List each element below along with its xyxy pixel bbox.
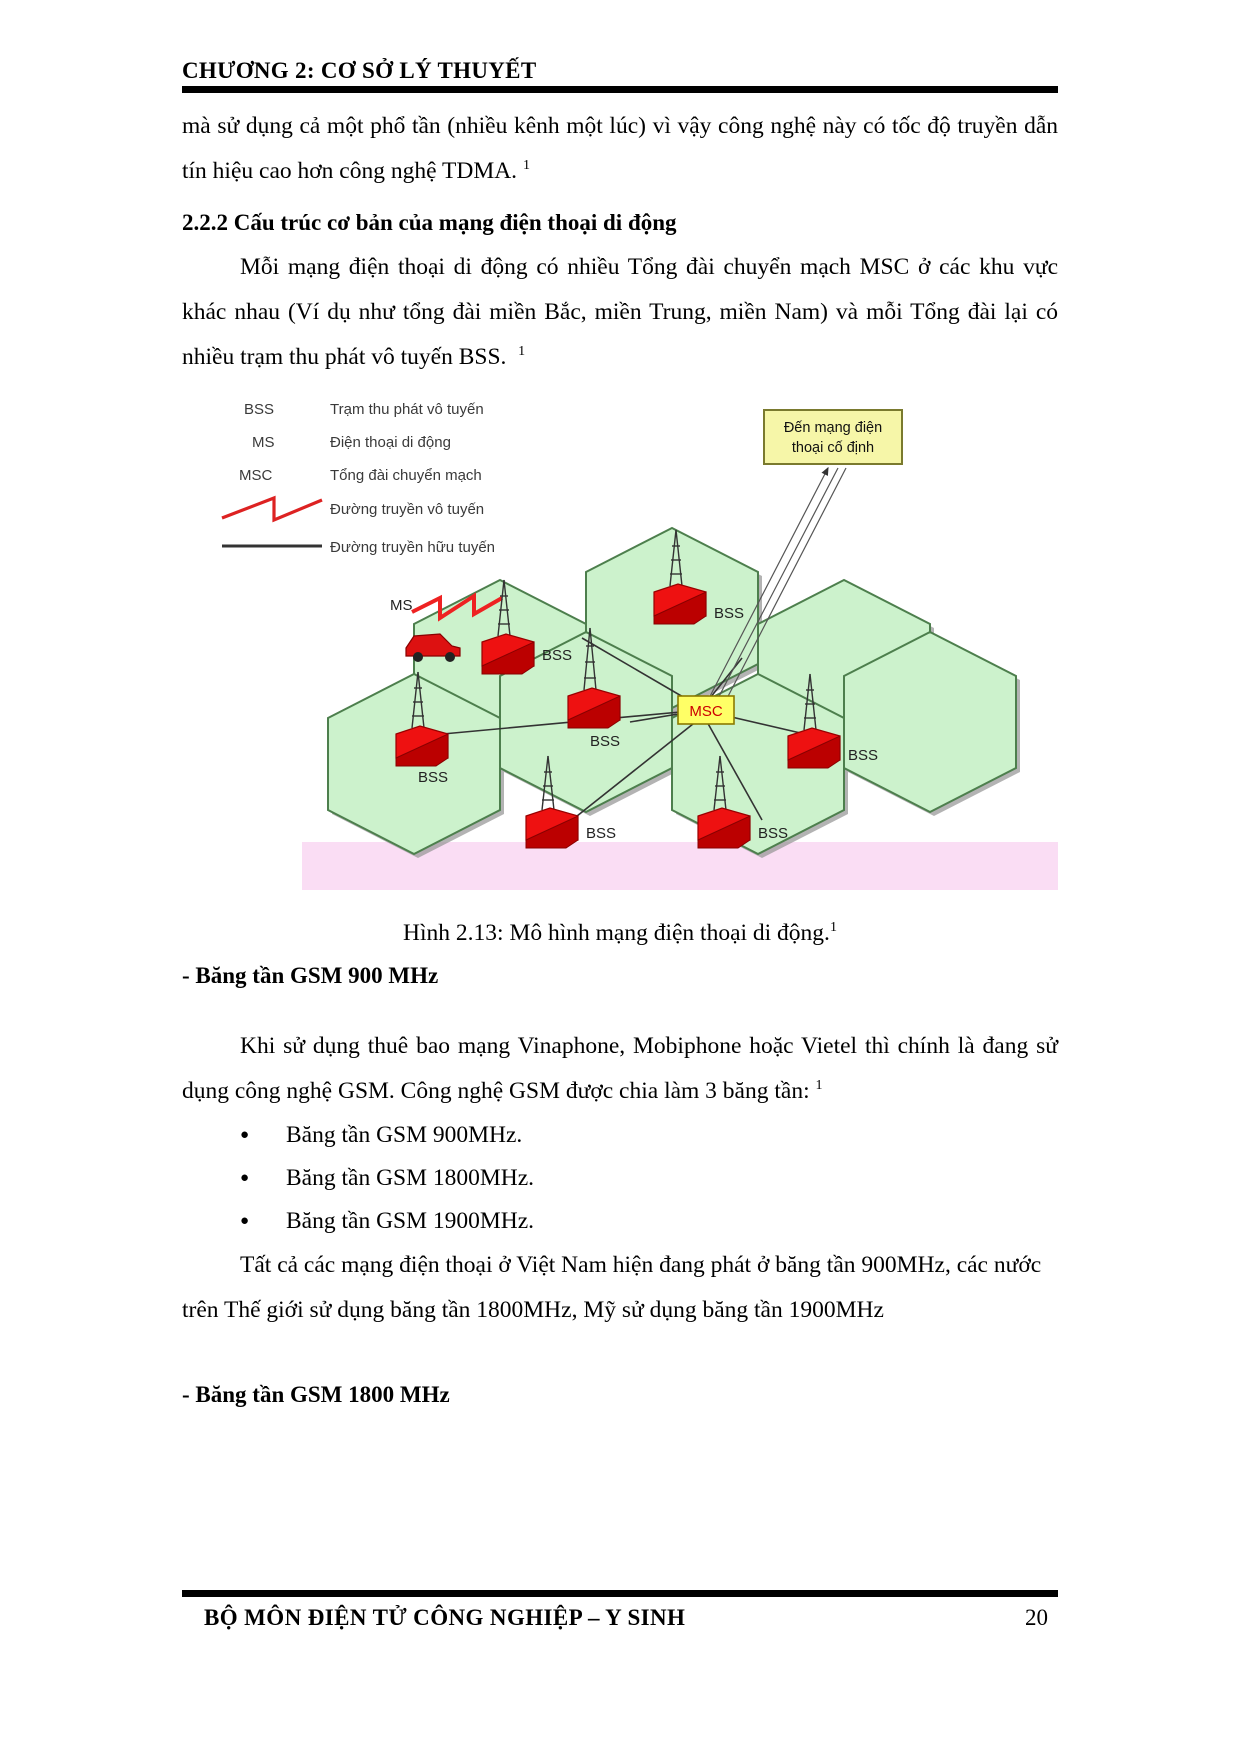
legend-abbr-bss: BSS xyxy=(244,401,274,418)
paragraph-continued: mà sử dụng cả một phổ tần (nhiều kênh mộ… xyxy=(182,104,1058,194)
bss-station: BSS xyxy=(481,579,572,675)
station-box-side xyxy=(567,695,621,729)
vertical-spacer xyxy=(182,1333,1058,1373)
station-box-side xyxy=(787,735,841,769)
mobile-network-diagram: BSS Trạm thu phát vô tuyến MS Điện thoại… xyxy=(221,401,1058,890)
msc-node: MSC xyxy=(677,695,735,725)
callout-fixed-network: Đến mạng điện thoại cố định xyxy=(763,409,903,465)
station-box-side xyxy=(481,641,535,675)
mobile-station-group: MS xyxy=(390,592,503,662)
station-box-side xyxy=(525,815,579,849)
station-box-side xyxy=(697,815,751,849)
legend-desc-wired: Đường truyền hữu tuyến xyxy=(330,539,495,556)
footer-department: BỘ MÔN ĐIỆN TỬ CÔNG NGHIỆP – Y SINH xyxy=(204,1605,686,1630)
page-footer: BỘ MÔN ĐIỆN TỬ CÔNG NGHIỆP – Y SINH 20 xyxy=(182,1590,1058,1631)
label-bss: BSS xyxy=(848,747,878,764)
list-item: Băng tần GSM 1800MHz. xyxy=(240,1157,1058,1200)
list-item: Băng tần GSM 900MHz. xyxy=(240,1114,1058,1157)
station-box-side xyxy=(395,733,449,767)
header-divider xyxy=(182,86,1058,94)
vertical-spacer xyxy=(182,998,1058,1024)
paragraph-vietnam-bands: Tất cả các mạng điện thoại ở Việt Nam hi… xyxy=(182,1252,1042,1323)
wireless-signal-icon xyxy=(411,592,503,622)
legend-desc-ms: Điện thoại di động xyxy=(330,434,451,451)
label-ms: MS xyxy=(390,597,413,614)
wireless-link-icon xyxy=(221,495,323,523)
label-bss: BSS xyxy=(586,825,616,842)
callout-line-1: Đến mạng điện xyxy=(784,420,882,436)
bss-station: BSS xyxy=(525,755,616,849)
label-bss: BSS xyxy=(590,733,620,750)
paragraph-continued-text: mà sử dụng cả một phổ tần (nhiều kênh mộ… xyxy=(182,113,1058,184)
cell-grid xyxy=(327,526,1020,858)
antenna-icon xyxy=(497,579,511,637)
heading-band-1800: - Băng tần GSM 1800 MHz xyxy=(182,1382,450,1407)
bss-station: BSS xyxy=(653,529,744,625)
heading-band-900: - Băng tần GSM 900 MHz xyxy=(182,963,439,988)
figure-caption-text: Hình 2.13: Mô hình mạng điện thoại di độ… xyxy=(403,920,830,946)
footnote-ref: 1 xyxy=(518,344,526,360)
page-content: mà sử dụng cả một phổ tần (nhiều kênh mộ… xyxy=(182,104,1058,1417)
antenna-icon xyxy=(541,755,555,811)
antenna-icon xyxy=(411,671,425,729)
paragraph-network-structure: Mỗi mạng điện thoại di động có nhiều Tổn… xyxy=(182,245,1058,380)
footer-divider xyxy=(182,1590,1058,1597)
footnote-ref: 1 xyxy=(522,158,530,174)
gsm-band-list: Băng tần GSM 900MHz. Băng tần GSM 1800MH… xyxy=(182,1114,1058,1243)
antenna-icon xyxy=(669,529,683,587)
footer-page-number: 20 xyxy=(1025,1605,1048,1630)
label-bss: BSS xyxy=(714,605,744,622)
page-header: CHƯƠNG 2: CƠ SỞ LÝ THUYẾT xyxy=(182,58,1058,94)
legend-abbr-msc: MSC xyxy=(239,467,273,484)
legend-desc-bss: Trạm thu phát vô tuyến xyxy=(330,401,484,418)
bss-station: BSS xyxy=(395,671,449,786)
fixed-network-links xyxy=(705,466,847,709)
paragraph-gsm-text: Khi sử dụng thuê bao mạng Vinaphone, Mob… xyxy=(182,1033,1058,1104)
figure-caption: Hình 2.13: Mô hình mạng điện thoại di độ… xyxy=(182,912,1058,954)
chapter-title: CHƯƠNG 2: CƠ SỞ LÝ THUYẾT xyxy=(182,58,537,83)
footnote-ref: 1 xyxy=(829,920,837,936)
label-msc: MSC xyxy=(689,703,723,720)
bss-station: BSS xyxy=(697,755,788,849)
figure-2-13: BSS Trạm thu phát vô tuyến MS Điện thoại… xyxy=(182,390,1058,910)
paragraph-gsm: Khi sử dụng thuê bao mạng Vinaphone, Mob… xyxy=(182,1024,1058,1114)
figure-legend: BSS Trạm thu phát vô tuyến MS Điện thoại… xyxy=(221,401,495,556)
antenna-icon xyxy=(713,755,727,811)
antenna-icon xyxy=(583,627,597,691)
legend-desc-wireless: Đường truyền vô tuyến xyxy=(330,501,484,518)
section-heading-222: 2.2.2 Cấu trúc cơ bản của mạng điện thoạ… xyxy=(182,210,677,235)
bss-station: BSS xyxy=(787,673,878,769)
legend-desc-msc: Tổng đài chuyển mạch xyxy=(330,467,482,484)
cell-hex xyxy=(843,630,1017,814)
ground-plane xyxy=(302,842,1058,890)
footnote-ref: 1 xyxy=(815,1078,823,1094)
list-item: Băng tần GSM 1900MHz. xyxy=(240,1200,1058,1243)
label-bss: BSS xyxy=(542,647,572,664)
base-stations: BSS BSS xyxy=(395,529,878,849)
callout-line-2: thoại cố định xyxy=(792,440,874,456)
legend-abbr-ms: MS xyxy=(252,434,275,451)
label-bss: BSS xyxy=(418,769,448,786)
paragraph-network-structure-text: Mỗi mạng điện thoại di động có nhiều Tổn… xyxy=(182,254,1058,370)
antenna-icon xyxy=(803,673,817,731)
car-icon xyxy=(405,633,461,662)
label-bss: BSS xyxy=(758,825,788,842)
bss-station: BSS xyxy=(567,627,621,750)
station-box-side xyxy=(653,591,707,625)
